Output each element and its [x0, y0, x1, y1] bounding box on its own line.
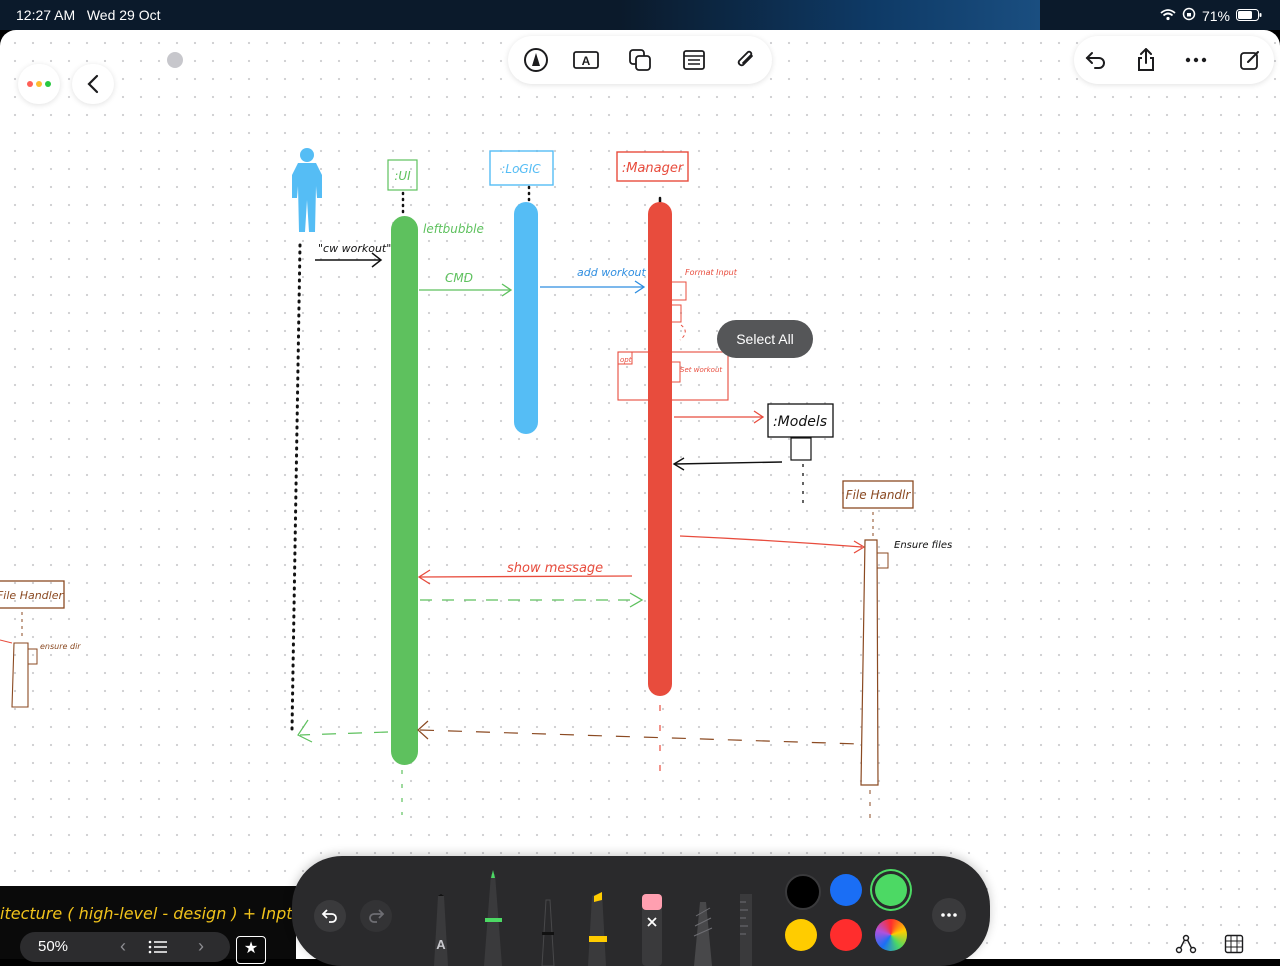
attachment-icon[interactable] [726, 40, 766, 80]
show-message-arrow [419, 575, 633, 578]
next-chevron-icon[interactable]: › [198, 936, 204, 956]
freeform-canvas[interactable]: A [0, 30, 1280, 959]
color-blue[interactable] [830, 874, 862, 906]
models-label: :Models [773, 414, 827, 430]
ensure-files-label: Ensure files [894, 540, 952, 551]
manager-box [616, 151, 689, 182]
list-icon[interactable] [148, 940, 168, 958]
eraser-tool[interactable] [642, 894, 662, 966]
dock-tools: A [434, 870, 752, 966]
grid-icon[interactable] [1220, 932, 1248, 956]
logic-box [489, 150, 554, 186]
collapse-icon[interactable] [167, 52, 183, 68]
manager-activation-bar [648, 202, 672, 696]
color-yellow[interactable] [785, 919, 817, 951]
color-picker-icon[interactable] [875, 919, 907, 951]
window-dots-icon[interactable] [18, 64, 60, 104]
status-indicators: 71% [1160, 7, 1262, 24]
opt-label: opt [620, 356, 632, 364]
actor-lifeline [290, 243, 302, 732]
logic-label: :LoGIC [501, 162, 541, 176]
share-icon[interactable] [1126, 40, 1166, 80]
status-time-date: 12:27 AM Wed 29 Oct [16, 7, 161, 23]
highlighter-tool[interactable] [588, 892, 607, 966]
logic-activation-bar [514, 202, 538, 434]
pen-tool[interactable]: A [434, 894, 448, 966]
zoom-level[interactable]: 50% [38, 938, 69, 955]
set-workout-label: Set workout [680, 366, 722, 374]
status-bar-glow [620, 0, 1040, 30]
center-toolbar: A [508, 36, 772, 84]
back-button[interactable] [72, 64, 114, 104]
dock-undo-icon[interactable] [314, 900, 346, 932]
battery-percent: 71% [1201, 7, 1230, 24]
filehandler-right-label: File Handlr [846, 488, 912, 502]
note-text: itecture ( high-level - design ) + Inpt [0, 904, 293, 923]
svg-text:A: A [436, 937, 446, 952]
ui-label: :UI [394, 169, 411, 183]
more-icon[interactable] [1176, 40, 1216, 80]
return-to-ui-arrow [419, 729, 861, 745]
ui-to-actor-arrow [299, 731, 389, 736]
pencil-tool-dock: A [292, 856, 990, 966]
status-time: 12:27 AM [16, 7, 76, 23]
models-box [767, 403, 834, 438]
fineliner-tool[interactable] [541, 899, 555, 966]
zoom-bar: 50% ‹ › [20, 932, 230, 962]
opt-frame [617, 351, 729, 401]
right-toolbar [1074, 36, 1274, 84]
star-bookmark-icon[interactable]: ★ [236, 936, 266, 964]
undo-icon[interactable] [1076, 40, 1116, 80]
filehandler-left-label: File Handler [0, 589, 64, 602]
battery-icon [1236, 8, 1262, 24]
color-red[interactable] [830, 919, 862, 951]
ui-box [387, 159, 418, 191]
filehandler-activation [860, 539, 879, 786]
pencil-tool[interactable] [693, 902, 713, 966]
text-box-icon[interactable]: A [566, 40, 606, 80]
format-input-label: Format Input [685, 268, 738, 277]
add-workout-label: add workout [577, 266, 647, 279]
manager-label: :Manager [622, 161, 685, 176]
status-date: Wed 29 Oct [86, 7, 161, 23]
left-bubble-label: leftbubble [423, 222, 484, 236]
compose-icon[interactable] [1230, 40, 1270, 80]
prev-chevron-icon[interactable]: ‹ [120, 936, 126, 956]
ensure-dir-label: ensure dir [40, 642, 81, 651]
back-chevron-icon [72, 64, 114, 104]
color-black[interactable] [785, 874, 821, 910]
svg-text:A: A [582, 54, 591, 68]
sticky-note-icon[interactable] [674, 40, 714, 80]
wifi-icon [1160, 8, 1176, 24]
dock-redo-icon[interactable] [360, 900, 392, 932]
connection-points-icon[interactable] [1172, 932, 1200, 956]
color-green-selected[interactable] [875, 874, 907, 906]
cw-workout-label: "cw workout" [318, 242, 391, 255]
ui-activation-bar [391, 216, 418, 765]
actor-figure [292, 148, 322, 232]
pen-tool-icon[interactable] [516, 40, 556, 80]
show-message-label: show message [507, 561, 603, 576]
filehandler-right-box [842, 480, 914, 509]
sequence-diagram: "cw workout" :UI leftbubble CMD :LoGIC a… [0, 148, 952, 820]
dock-more-icon[interactable] [932, 898, 966, 932]
ruler-tool[interactable] [740, 894, 752, 966]
shapes-icon[interactable] [620, 40, 660, 80]
select-all-button[interactable]: Select All [717, 320, 813, 358]
orientation-lock-icon [1182, 7, 1196, 24]
marker-tool[interactable] [484, 870, 502, 966]
filehandler-left-box [0, 580, 65, 609]
status-bar: 12:27 AM Wed 29 Oct 71% [0, 0, 1280, 30]
models-return-arrow [674, 461, 783, 465]
ensure-files-arrow [679, 535, 863, 548]
cmd-label: CMD [445, 271, 473, 285]
